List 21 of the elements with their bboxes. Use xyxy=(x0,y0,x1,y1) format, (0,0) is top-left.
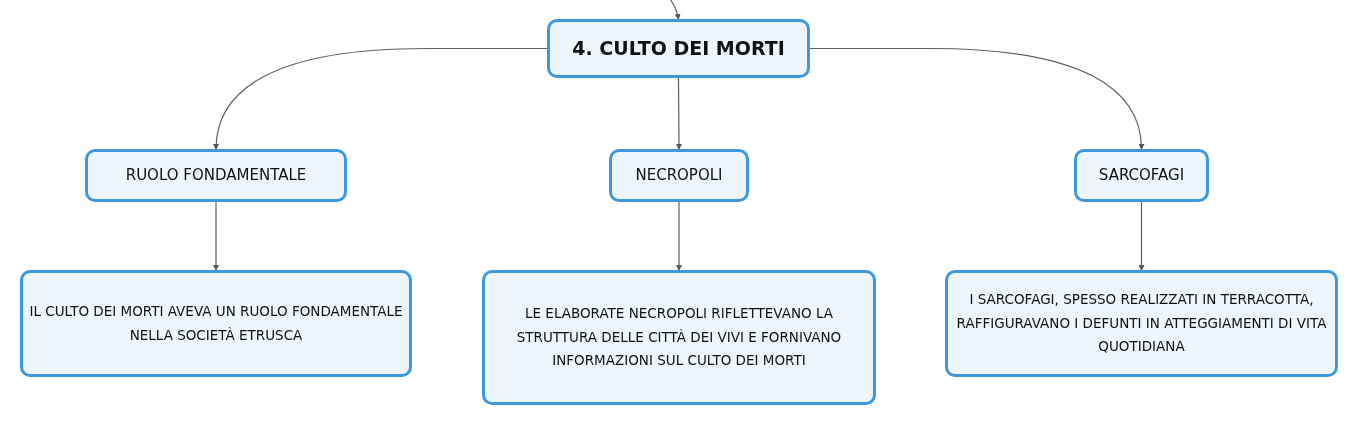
connector-arrow xyxy=(213,201,219,271)
connector-arrow xyxy=(809,47,1145,150)
topic-box xyxy=(1074,149,1209,202)
topic-text: SARCOFAGI xyxy=(1098,165,1185,186)
topic-text: LE ELABORATE NECROPOLI RIFLETTEVANO LA STRUTTURA DELLE CITTÀ DEI VIVI E FORNIVANO INFORMAZIONI SUL CULTO DEI MORTI xyxy=(515,304,843,371)
connector-arrow xyxy=(1138,201,1145,271)
topic-box xyxy=(20,270,412,377)
topic-box xyxy=(482,270,876,405)
topic-text: 4. CULTO DEI MORTI xyxy=(572,36,785,61)
topic-box xyxy=(547,19,810,78)
connector-arrow xyxy=(669,0,681,20)
topic-text: NECROPOLI xyxy=(635,165,723,186)
connector-arrow xyxy=(675,77,682,150)
topic-text: RUOLO FONDAMENTALE xyxy=(125,165,307,186)
topic-box xyxy=(609,149,749,202)
topic-box xyxy=(945,270,1338,377)
topic-box xyxy=(85,149,347,202)
topic-text: IL CULTO DEI MORTI AVEVA UN RUOLO FONDAMENTALE NELLA SOCIETÀ ETRUSCA xyxy=(29,301,403,345)
connector-arrow xyxy=(213,47,548,150)
connector-arrow xyxy=(676,201,682,271)
topic-text: I SARCOFAGI, SPESSO REALIZZATI IN TERRACOTTA, RAFFIGURAVANO I DEFUNTI IN ATTEGGIAMENTI DI VITA QUOTIDIANA xyxy=(955,290,1328,357)
